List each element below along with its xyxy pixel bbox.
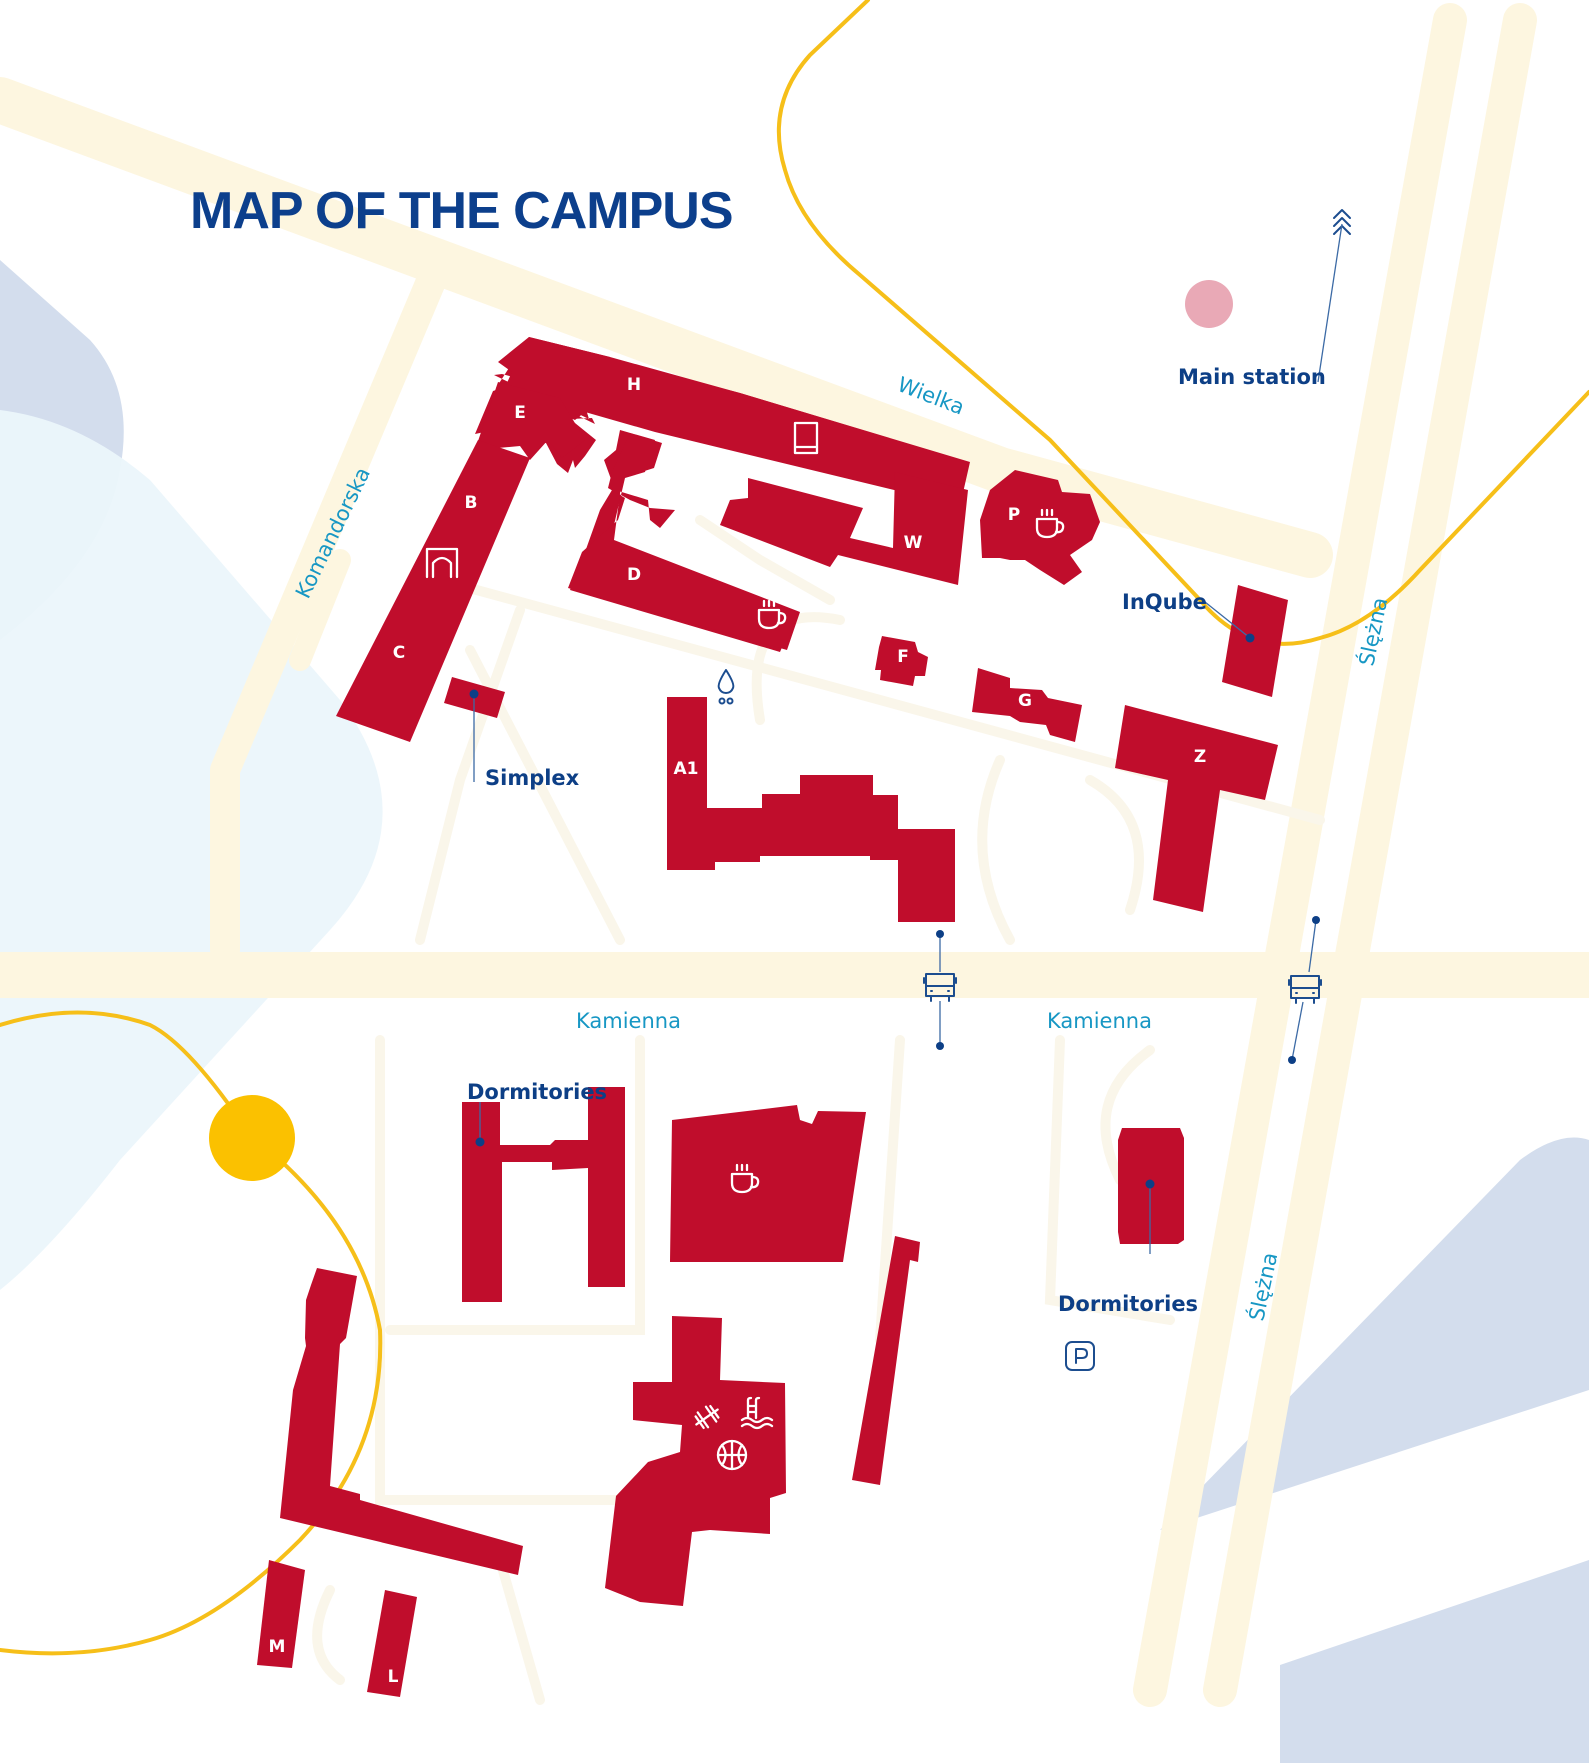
path-6 [1085,775,1144,915]
building-a1[interactable] [667,697,955,922]
building-label-h: H [627,375,641,395]
parking-icon [1065,1341,1095,1371]
building-p[interactable] [980,470,1100,585]
bus-icon [1288,916,1322,1064]
place-label-dormitories-east[interactable]: Dormitories [1058,1292,1198,1316]
tram-lines [0,0,1589,1656]
inqube-dot [1245,633,1255,643]
place-label-simplex[interactable]: Simplex [485,766,580,790]
building-label-l: L [388,1667,399,1687]
building-label-c: C [393,643,405,663]
roads [0,3,1589,1707]
basketball-icon [716,1439,748,1471]
building-m[interactable] [257,1560,305,1668]
road-komandorska [210,245,455,965]
building-inqube[interactable] [1222,585,1288,697]
building-h-top[interactable] [498,337,968,506]
coffee-cup-icon [730,1163,760,1194]
path-13 [312,1585,345,1685]
dormitories-west-dot [475,1137,485,1147]
building-d-main[interactable] [568,433,800,650]
building-label-b: B [465,493,478,513]
building-g[interactable] [972,668,1082,742]
water-drop-icon [717,669,735,705]
arch-icon [425,547,459,579]
tram-line-south [0,1010,383,1656]
building-dormitories-west[interactable] [462,1087,625,1302]
coffee-cup-icon [757,599,787,630]
tram-line-north [776,0,1589,646]
page-title: MAP OF THE CAMPUS [190,182,733,240]
road-slezna-b [1203,3,1537,1707]
road-north-link [99,139,451,271]
building-l[interactable] [367,1590,417,1697]
path-14 [495,1555,545,1705]
yellow-location-marker [209,1095,295,1181]
book-icon [793,421,819,455]
building-label-a1: A1 [674,759,699,779]
path-8 [375,1035,625,1505]
place-label-inqube[interactable]: InQube [1122,590,1207,614]
double-chevron-up-icon [1333,209,1351,235]
building-label-p: P [1008,505,1020,525]
place-label-main-station[interactable]: Main station [1178,365,1326,389]
road-west-spur [289,549,351,671]
buildings[interactable] [257,337,1288,1697]
main-station-leader [1317,223,1343,383]
building-sports[interactable] [605,1316,786,1606]
bg-shape-blue-bottom [1280,1560,1589,1763]
swimming-pool-icon [740,1396,774,1430]
path-12 [1100,1045,1155,1185]
building-e[interactable] [475,382,585,460]
path-11 [1044,1035,1175,1325]
inqube-leader [1204,601,1251,639]
dormitories-east-dot [1145,1179,1155,1189]
building-label-e: E [514,403,526,423]
building-label-d: D [627,565,641,585]
building-cafe-hall[interactable] [670,1105,866,1262]
main-station-marker [1185,280,1233,328]
bus-icon [923,930,957,1050]
building-label-g: G [1018,691,1032,711]
building-z[interactable] [1115,705,1278,912]
building-f[interactable] [875,636,928,686]
building-label-f: F [897,647,909,667]
path-5 [977,755,1015,945]
building-b-c[interactable] [336,440,530,742]
simplex-dot [469,689,479,699]
dumbbell-icon [694,1404,720,1430]
road-slezna-a [1133,3,1467,1707]
building-narrow-east[interactable] [852,1236,920,1485]
bg-shape-lightblue-left [0,410,383,1290]
street-label-kamienna-east: Kamienna [1047,1009,1152,1033]
path-10 [875,1035,905,1345]
building-letters: H E B C D W P F G Z A1 M L [269,375,1207,1687]
place-label-dormitories-west[interactable]: Dormitories [467,1080,607,1104]
label-leaders [469,223,1343,1254]
path-7 [695,515,835,605]
building-label-z: Z [1194,747,1206,767]
path-9 [385,1035,645,1335]
building-south-l[interactable] [280,1268,523,1575]
building-w[interactable] [720,472,968,585]
path-2 [415,605,525,945]
building-label-w: W [904,533,923,553]
building-label-m: M [269,1637,286,1657]
street-label-kamienna-west: Kamienna [576,1009,681,1033]
coffee-cup-icon [1035,508,1065,539]
